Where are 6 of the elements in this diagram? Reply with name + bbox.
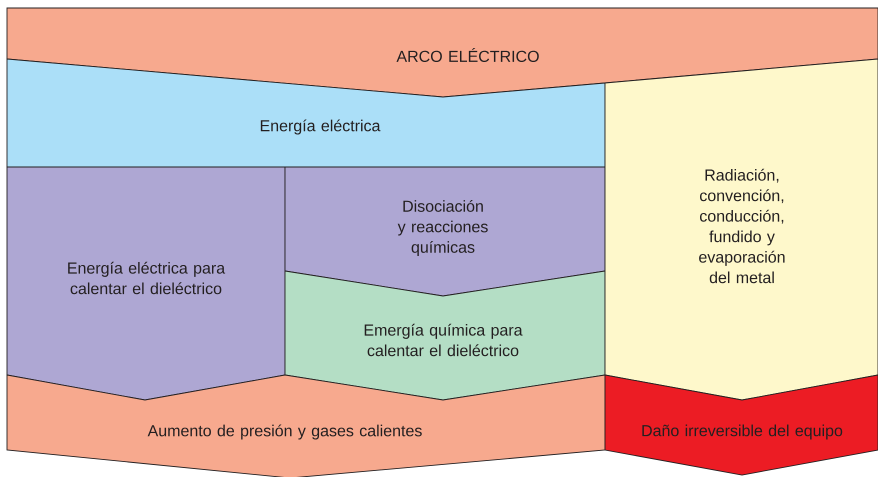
- chevron-band: Emergía química para calentar el dieléctrico: [284, 270, 606, 400]
- chevron-band: Daño irreversible del equipo: [604, 374, 878, 476]
- chevron-band: Energía eléctrica para calentar el dieléctrico: [6, 166, 286, 400]
- chevron-band: Aumento de presión y gases calientes: [6, 374, 606, 477]
- chevron-band: Radiación, convención, conducción, fundido y evaporación del metal: [604, 58, 878, 400]
- chevron-band: ARCO ELÉCTRICO: [6, 8, 878, 98]
